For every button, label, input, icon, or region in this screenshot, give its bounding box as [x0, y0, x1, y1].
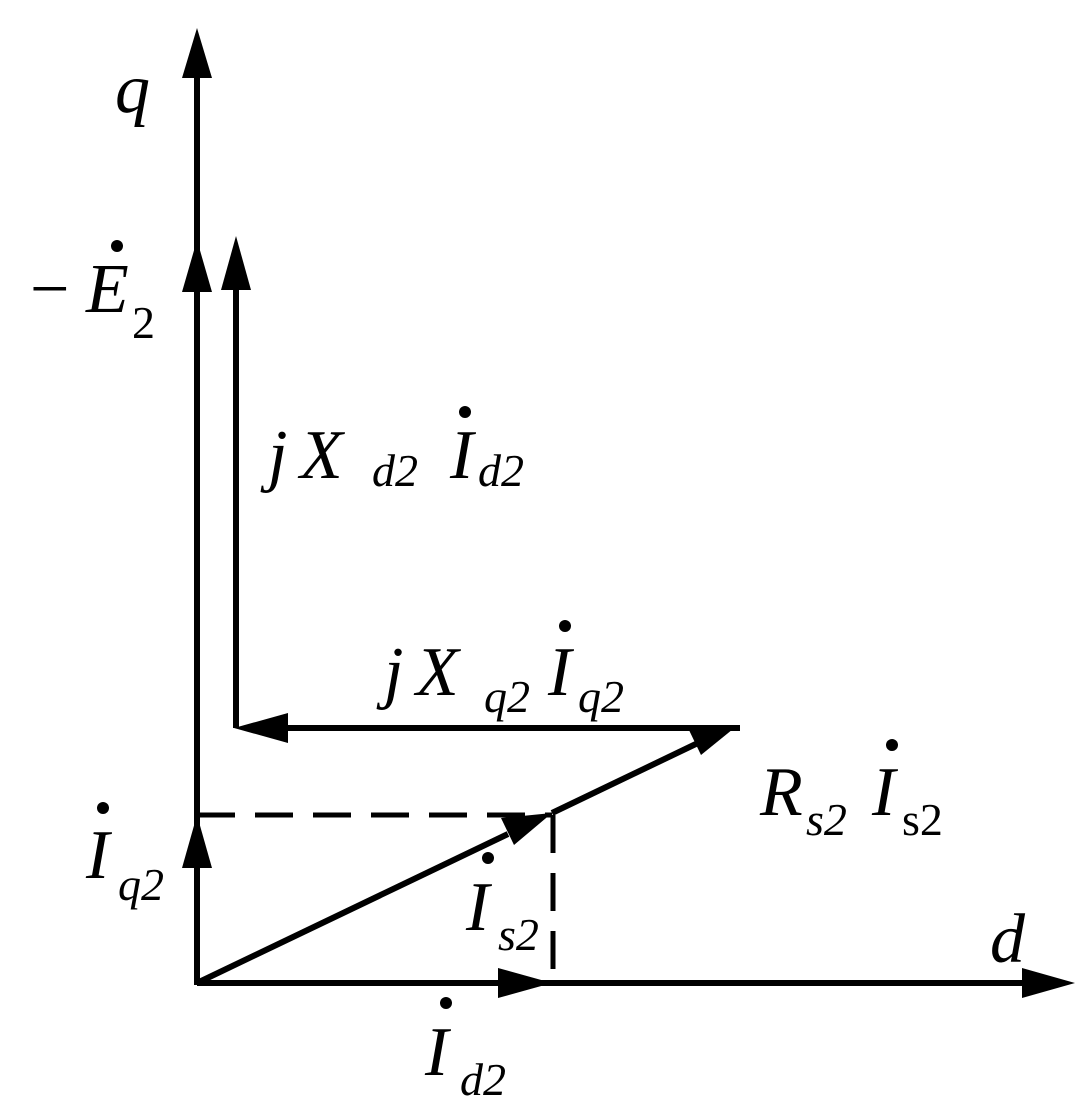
i-symbol: I [449, 417, 477, 494]
neg-e2-label: − E 2 [30, 240, 155, 348]
i-symbol: I [85, 817, 113, 894]
e-symbol: E [85, 251, 129, 328]
is2-label: I s2 [465, 852, 539, 960]
i-subscript: d2 [478, 445, 524, 496]
x-symbol: X [297, 417, 346, 494]
i-symbol: I [424, 1014, 452, 1091]
e-subscript: 2 [132, 297, 155, 348]
dot-mark [886, 739, 898, 751]
i-symbol: I [465, 869, 493, 946]
i-subscript: s2 [498, 909, 539, 960]
dot-mark [559, 620, 571, 632]
i-subscript: d2 [460, 1054, 506, 1105]
dot-mark [440, 997, 452, 1009]
rs2-is2-arrow [550, 725, 738, 816]
j-symbol: j [260, 417, 287, 494]
r-symbol: R [759, 754, 803, 831]
i-symbol: I [547, 634, 575, 711]
dot-mark [111, 240, 123, 252]
dot-mark [482, 852, 494, 864]
i-subscript: q2 [578, 671, 624, 722]
x-subscript: q2 [484, 671, 530, 722]
jxq2-iq2-arrow [234, 713, 740, 743]
dot-mark [97, 802, 109, 814]
jxd2-id2-label: j X d2 I d2 [260, 406, 524, 496]
id2-label: I d2 [424, 997, 506, 1105]
jxd2-id2-arrow [221, 236, 251, 728]
i-subscript: s2 [902, 794, 943, 845]
is2-arrow [195, 813, 552, 986]
i-symbol: I [871, 754, 899, 831]
neg-e2-arrow [182, 240, 212, 292]
x-symbol: X [413, 634, 462, 711]
j-symbol: j [376, 634, 403, 711]
q-axis-label: q [115, 51, 150, 128]
id2-arrow [498, 968, 552, 998]
projection-lines [197, 812, 556, 983]
d-axis-label: d [990, 901, 1026, 978]
jxq2-iq2-label: j X q2 I q2 [376, 620, 624, 722]
minus-sign: − [30, 251, 69, 328]
iq2-label: I q2 [85, 802, 164, 910]
i-subscript: q2 [118, 859, 164, 910]
rs2-is2-label: R s2 I s2 [759, 739, 943, 845]
d-axis [197, 968, 1075, 998]
dot-mark [459, 406, 471, 418]
iq2-arrow [182, 815, 212, 868]
x-subscript: d2 [372, 445, 418, 496]
r-subscript: s2 [806, 794, 847, 845]
